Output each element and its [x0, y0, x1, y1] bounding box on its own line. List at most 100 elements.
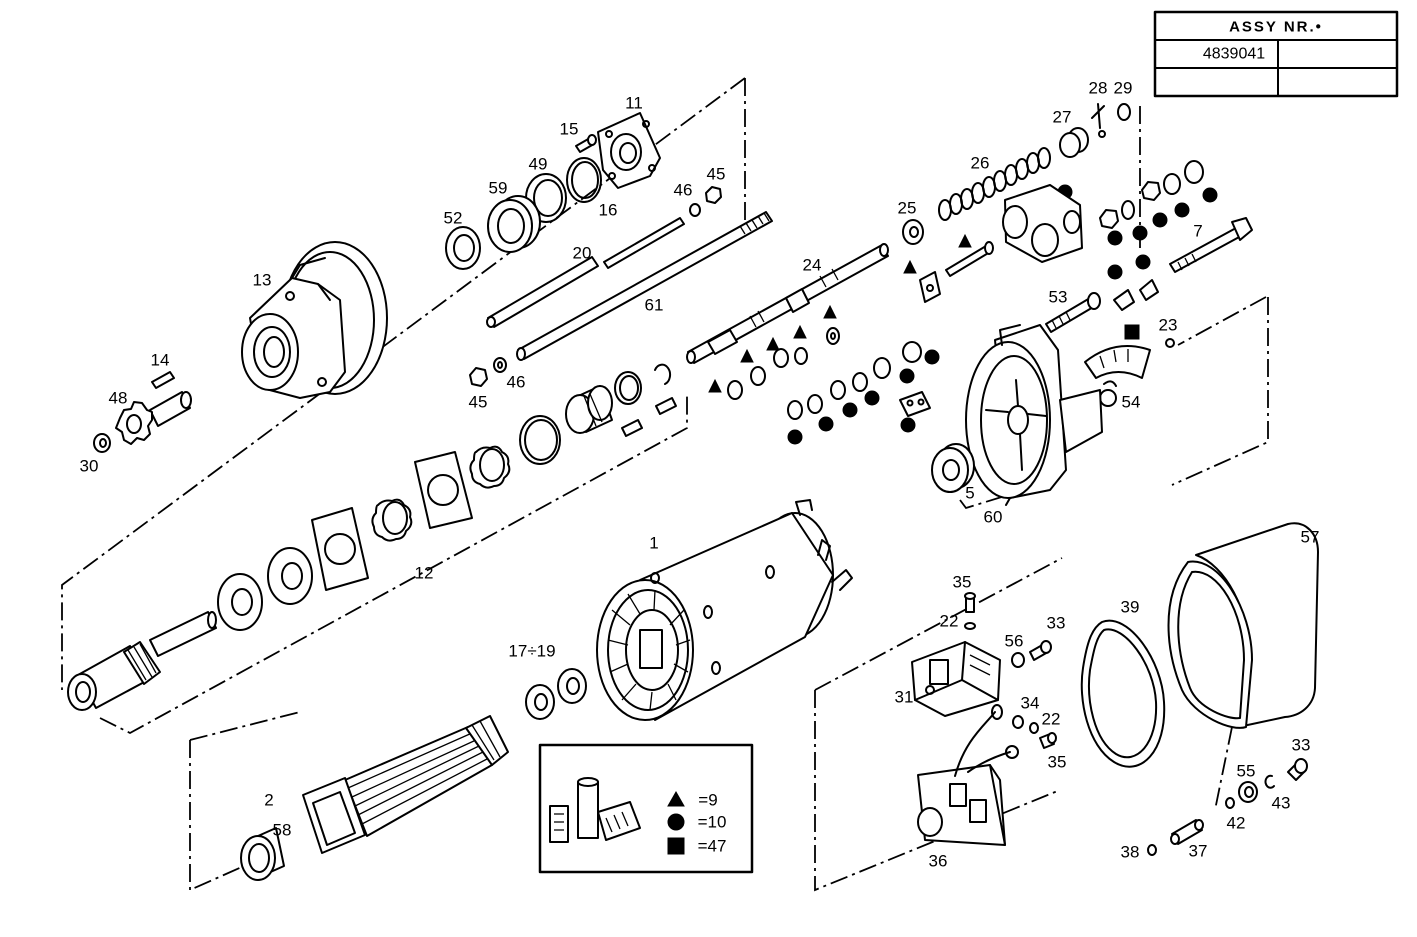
- label-part-35-low: 35: [1048, 753, 1067, 772]
- part-23-pin: [1165, 338, 1175, 348]
- nuts-row-top-right: [1099, 160, 1204, 229]
- part-33-screw-bottom: [1287, 758, 1308, 781]
- part-13-drive-housing: [241, 241, 388, 399]
- part-24-shaft: [686, 243, 889, 364]
- label-part-45-lower: 45: [469, 393, 488, 412]
- label-part-46: 46: [674, 181, 693, 200]
- part-38-washer: [1147, 844, 1157, 856]
- part-retaining-rings: [614, 363, 677, 437]
- label-part-36: 36: [929, 852, 948, 871]
- part-14-pin: [151, 371, 175, 389]
- part-28-clip: [1091, 103, 1106, 138]
- part-56-washer: [1011, 652, 1025, 668]
- part-36-brush-plate: [917, 704, 1019, 846]
- small-washers-row: [727, 327, 840, 400]
- label-part-53: 53: [1049, 288, 1068, 307]
- part-48-pinion-gear: [115, 391, 192, 445]
- label-part-30: 30: [80, 457, 99, 476]
- small-plates-right: [1113, 279, 1159, 311]
- assy-table-header: ASSY NR.•: [1229, 19, 1323, 36]
- legend-circle-icon: [667, 813, 685, 831]
- part-20-rod: [486, 217, 685, 328]
- part-52-seal: [445, 226, 481, 270]
- label-part-42: 42: [1227, 814, 1246, 833]
- label-part-5: 5: [965, 484, 974, 503]
- part-43-clip: [1264, 774, 1275, 789]
- label-part-33-bottom: 33: [1292, 736, 1311, 755]
- label-part-45: 45: [707, 165, 726, 184]
- part-switch-flange-block: [1002, 184, 1083, 263]
- part-59-bearing: [487, 195, 541, 253]
- label-part-15: 15: [560, 120, 579, 139]
- legend-circle-qty: =10: [698, 813, 727, 832]
- label-part-16: 16: [599, 201, 618, 220]
- label-part-20: 20: [573, 244, 592, 263]
- part-22-washer-low: [1029, 722, 1039, 734]
- label-part-56: 56: [1005, 632, 1024, 651]
- label-part-29: 29: [1114, 79, 1133, 98]
- part-61-long-rod: [516, 211, 773, 361]
- part-60-end-bracket: [965, 324, 1103, 506]
- label-part-14: 14: [151, 351, 170, 370]
- part-58-drive-gear: [240, 827, 285, 881]
- part-30-nut: [93, 433, 111, 453]
- assy-number-table: ASSY NR.• 4839041: [1153, 10, 1399, 98]
- part-33-screw-mid: [1029, 640, 1052, 661]
- brush-set-illustration: [549, 777, 641, 843]
- label-part-2: 2: [264, 791, 273, 810]
- label-part-33-mid: 33: [1047, 614, 1066, 633]
- legend-triangle-qty: =9: [698, 791, 717, 810]
- part-5-bearing-ring: [931, 443, 975, 493]
- part-45-nut-top: [705, 186, 722, 204]
- label-part-35-top: 35: [953, 573, 972, 592]
- part-55-grommet: [1238, 781, 1258, 803]
- part-pinion-shaft: [67, 611, 217, 711]
- legend-box: =9 =10 =47: [538, 743, 754, 874]
- label-part-49: 49: [529, 155, 548, 174]
- part-16-ring: [566, 157, 602, 203]
- triangle-markers: [708, 233, 972, 393]
- label-part-26: 26: [971, 154, 990, 173]
- part-1-field-frame: [596, 499, 853, 721]
- label-part-58: 58: [273, 821, 292, 840]
- part-22-washer-top: [964, 622, 976, 630]
- assy-number: 4839041: [1203, 46, 1265, 63]
- part-42-washer: [1225, 797, 1235, 809]
- part-26-spring: [938, 147, 1051, 221]
- part-37-sleeve: [1170, 819, 1204, 845]
- label-part-22-top: 22: [940, 612, 959, 631]
- square-marker: [1124, 324, 1140, 340]
- label-part-54: 54: [1122, 393, 1141, 412]
- part-34-washer: [1012, 715, 1024, 729]
- bushings-row: [787, 341, 931, 420]
- part-35-screw-top: [964, 592, 976, 613]
- label-part-31: 31: [895, 688, 914, 707]
- part-number-labels: 11 15 49 59 16 46 45 52 20 13 61 24 25 2…: [80, 79, 1320, 871]
- label-part-60: 60: [984, 508, 1003, 527]
- part-46-washer-top: [689, 203, 701, 217]
- part-17-19-washers: [525, 668, 587, 720]
- label-part-38: 38: [1121, 843, 1140, 862]
- label-part-28: 28: [1089, 79, 1108, 98]
- part-2-armature: [302, 715, 509, 854]
- label-part-12: 12: [415, 564, 434, 583]
- legend-square-icon: [667, 837, 685, 855]
- label-part-43: 43: [1272, 794, 1291, 813]
- outline-armature-group: [189, 711, 301, 892]
- label-part-59: 59: [489, 179, 508, 198]
- part-29-ring: [1117, 103, 1131, 121]
- label-part-57: 57: [1301, 528, 1320, 547]
- label-part-24: 24: [803, 256, 822, 275]
- label-part-55: 55: [1237, 762, 1256, 781]
- part-54-segment: [1084, 345, 1151, 407]
- part-57-cover: [1167, 522, 1319, 729]
- label-part-11: 11: [625, 94, 643, 113]
- legend-triangle-icon: [667, 790, 685, 807]
- part-clutch-sleeve: [565, 385, 613, 434]
- label-part-27: 27: [1053, 108, 1072, 127]
- part-39-gasket: [1080, 619, 1166, 768]
- part-31-brush-holder: [911, 641, 1001, 717]
- label-part-17-19: 17÷19: [508, 642, 555, 661]
- legend-square-qty: =47: [698, 837, 727, 856]
- label-part-13: 13: [253, 271, 272, 290]
